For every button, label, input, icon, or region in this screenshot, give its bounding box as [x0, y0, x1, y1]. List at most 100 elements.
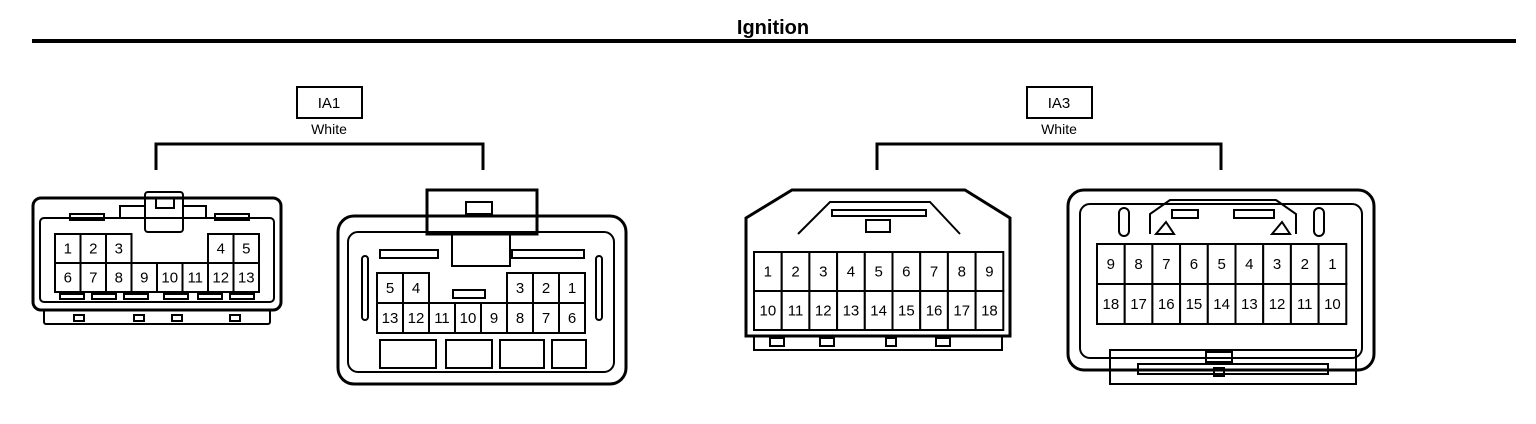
- pin-number: 7: [89, 270, 97, 287]
- pin-number: 2: [542, 280, 550, 297]
- pin-number: 10: [161, 270, 178, 287]
- title-rule: [32, 39, 1516, 43]
- pin-number: 5: [242, 241, 250, 258]
- pin-cell: [79, 233, 107, 264]
- connector-code: IA1: [318, 95, 341, 112]
- pin-number: 3: [819, 264, 827, 281]
- pin-number: 12: [408, 310, 425, 327]
- pin-number: 18: [981, 303, 998, 320]
- pin-number: 13: [843, 303, 860, 320]
- pin-cell: [156, 262, 184, 293]
- connector-housing-right: [1066, 188, 1376, 385]
- pin-number: 13: [382, 310, 399, 327]
- connector-housing-left: [31, 191, 283, 325]
- connector-code-box: [296, 86, 363, 119]
- pin-number: 1: [1328, 256, 1336, 273]
- pin-number: 11: [187, 270, 203, 287]
- pin-number: 4: [412, 280, 420, 297]
- pin-number: 6: [1190, 256, 1198, 273]
- pin-cell: [506, 302, 534, 334]
- pin-cell: [232, 262, 260, 293]
- connector-code: IA3: [1048, 95, 1071, 112]
- pin-number: 1: [64, 241, 72, 258]
- connector-bracket: [154, 142, 485, 170]
- pin-number: 14: [870, 303, 887, 320]
- pin-cell: [753, 290, 783, 331]
- pin-number: 8: [958, 264, 966, 281]
- pin-number: 2: [791, 264, 799, 281]
- pin-cell: [558, 272, 586, 304]
- pin-cell: [130, 262, 158, 293]
- pin-number: 10: [1324, 296, 1341, 313]
- pin-cell: [207, 262, 235, 293]
- pin-number: 9: [490, 310, 498, 327]
- pin-cell: [1123, 283, 1154, 325]
- pin-cell: [1317, 283, 1348, 325]
- pin-cell: [105, 262, 133, 293]
- diagram-title: Ignition: [737, 17, 809, 39]
- pin-number: 7: [930, 264, 938, 281]
- pin-cell: [402, 302, 430, 334]
- pin-number: 16: [1158, 296, 1175, 313]
- pin-number: 12: [1269, 296, 1286, 313]
- connector-color: White: [1041, 121, 1077, 137]
- pin-cell: [1096, 243, 1126, 285]
- pin-number: 10: [460, 310, 477, 327]
- pin-cell: [1151, 283, 1182, 325]
- pin-cell: [891, 290, 922, 331]
- pin-number: 4: [847, 264, 855, 281]
- pin-number: 12: [815, 303, 832, 320]
- pin-number: 6: [902, 264, 910, 281]
- pin-cell: [780, 290, 811, 331]
- connector-housing-right: [336, 188, 628, 386]
- pin-number: 9: [1107, 256, 1115, 273]
- pin-number: 6: [64, 270, 72, 287]
- connector-housing-left: [744, 188, 1012, 351]
- pin-number: 11: [434, 310, 450, 327]
- pin-number: 3: [516, 280, 524, 297]
- pin-number: 8: [516, 310, 524, 327]
- pin-number: 1: [764, 264, 772, 281]
- pin-number: 13: [1241, 296, 1258, 313]
- pin-number: 8: [115, 270, 123, 287]
- pin-cell: [480, 302, 508, 334]
- pin-number: 4: [217, 241, 225, 258]
- pin-number: 6: [568, 310, 576, 327]
- pin-number: 16: [926, 303, 943, 320]
- connector-bracket: [875, 142, 1223, 170]
- pin-number: 2: [1301, 256, 1309, 273]
- pin-number: 3: [1273, 256, 1281, 273]
- pin-number: 1: [568, 280, 576, 297]
- pin-cell: [836, 290, 866, 331]
- pin-cell: [1123, 243, 1154, 285]
- connector-code-box: [1026, 86, 1093, 119]
- pin-cell: [974, 290, 1005, 331]
- pin-number: 3: [115, 241, 123, 258]
- pin-number: 9: [985, 264, 993, 281]
- pin-number: 4: [1245, 256, 1253, 273]
- pin-number: 5: [874, 264, 882, 281]
- pin-number: 11: [788, 303, 804, 320]
- pin-number: 14: [1213, 296, 1230, 313]
- pin-number: 13: [238, 270, 255, 287]
- pin-number: 8: [1134, 256, 1142, 273]
- pin-cell: [558, 302, 586, 334]
- pin-number: 17: [1130, 296, 1147, 313]
- pin-number: 12: [212, 270, 229, 287]
- pin-number: 5: [386, 280, 394, 297]
- pin-cell: [207, 233, 235, 264]
- pin-cell: [946, 290, 977, 331]
- pin-cell: [1234, 283, 1265, 325]
- pin-number: 5: [1217, 256, 1225, 273]
- pin-number: 7: [1162, 256, 1170, 273]
- pin-number: 2: [89, 241, 97, 258]
- pin-cell: [105, 233, 133, 264]
- pin-cell: [1262, 243, 1292, 285]
- pin-number: 18: [1103, 296, 1120, 313]
- pin-cell: [532, 302, 560, 334]
